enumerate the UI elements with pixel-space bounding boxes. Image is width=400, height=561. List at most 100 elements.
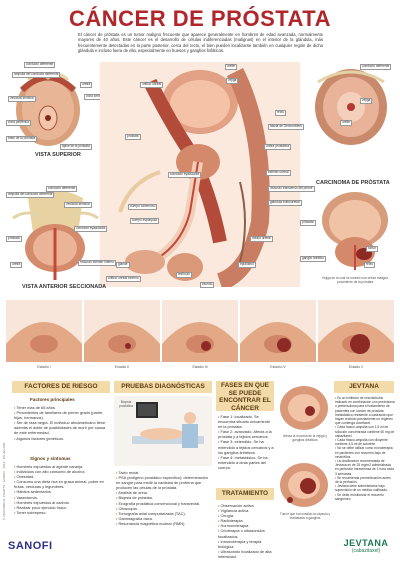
label: zona periférica <box>6 120 31 126</box>
list-item: Biopsia de próstata. <box>116 495 212 500</box>
label: ampolla del conducto deferente <box>6 192 55 198</box>
pruebas-header: PRUEBAS DIAGNÓSTICAS <box>114 381 212 393</box>
label: cuerpo cavernoso <box>128 204 158 210</box>
list-item: Inmunoterapia y terapia biológica. <box>218 539 274 549</box>
diagnostic-scene-illustration <box>114 396 212 466</box>
factores-header: FACTORES DE RIESGO <box>12 381 110 393</box>
label: músculo esfínter interno <box>78 260 117 266</box>
list-item: Vigilancia activa. <box>218 508 274 513</box>
stage-2: Estadio II <box>84 300 160 370</box>
label: ganglio linfático <box>300 256 326 262</box>
side-copyright: © ANATOMICAL CHARTS · SANOFI · 2014 · ES… <box>2 400 7 520</box>
list-item: Ser de raza negra. El individuo afroamer… <box>14 420 110 435</box>
label: vejiga <box>226 78 239 84</box>
intro-text: El cáncer de próstata es un tumor malign… <box>78 32 323 53</box>
label: conducto eyaculador <box>168 172 202 178</box>
list-item: Se debe monitorizar el recuento sanguíne… <box>335 493 395 501</box>
list-item: No se debe utilizar como monoterapia en … <box>335 446 395 459</box>
fase-img-caption: Afecta la mucosa de la vejiga y ganglios… <box>283 434 327 442</box>
label: uretra prostática <box>264 144 292 150</box>
list-item: Análisis de orina. <box>116 490 212 495</box>
label: músculo transverso del periné <box>268 186 315 192</box>
list-item: Cirugía. <box>218 513 274 518</box>
vista-superior-illustration <box>16 73 80 146</box>
list-item: Resonancia magnética nuclear (RMN). <box>116 521 212 526</box>
factores-sub1: Factores principales <box>30 397 75 402</box>
list-item: Crioterapia o ultrasonidos focalizados. <box>218 528 274 538</box>
vista-superior-caption: VISTA SUPERIOR <box>35 152 81 158</box>
label: glándula bulbouretral <box>268 200 302 206</box>
list-item: Citoscopia. <box>116 506 212 511</box>
stage-label: Estadio III <box>192 365 208 369</box>
label: conducto deferente <box>24 62 56 68</box>
list-item: Realizar poco ejercicio físico. <box>14 505 110 510</box>
stage-label: Estadio V <box>348 365 364 369</box>
side-copyright-text: © ANATOMICAL CHARTS · SANOFI · 2014 · ES… <box>2 442 6 520</box>
label: epidídimo <box>238 262 256 268</box>
jevtana-list: Es un inhibidor de microtúbulos indicado… <box>335 396 395 501</box>
fases-header: FASES EN QUE SE PUEDE ENCONTRAR EL CÁNCE… <box>216 381 274 412</box>
list-item: Fase 2: avanzado. Afecta a la próstata y… <box>218 429 274 439</box>
list-item: Jevtana debe administrarse bajo supervis… <box>335 484 395 492</box>
label: meato uretral <box>250 236 273 242</box>
list-item: Fase 3: extendido. Se ha extendido a tej… <box>218 439 274 454</box>
list-item: Hombres expuestos al cadmio. <box>14 500 110 505</box>
stage-label: Estadio IV <box>270 365 286 369</box>
carcinoma-illustration <box>322 192 388 270</box>
stage-5: Estadio V <box>318 300 394 370</box>
list-item: Fase 1: localizado. Se encuentra situado… <box>218 414 274 429</box>
list-item: Procedentes de familiares de primer grad… <box>14 410 110 420</box>
label: base de la próstata <box>6 136 38 142</box>
list-item: Vasectomía. <box>14 495 110 500</box>
label: orificio uretral <box>140 82 164 88</box>
factores-sub2: Signos y síntomas <box>30 456 71 461</box>
label: orificio uretral externo <box>106 276 141 282</box>
list-item: Se recomienda premedicación antes de la … <box>335 476 395 484</box>
label: recto <box>275 110 287 116</box>
tratamiento-img-caption: Tumor que ha invadido la cápsula y metás… <box>279 512 331 520</box>
label: vesícula seminal <box>8 96 36 102</box>
list-item: La dosificación recomendada de Jevtana e… <box>335 459 395 476</box>
label: fascia de Denonvilliers <box>268 124 304 130</box>
tratamiento-list: Observación activa. Vigilancia activa. C… <box>218 503 274 559</box>
tratamiento-header: TRATAMIENTO <box>216 488 274 500</box>
label: ampolla del conducto deferente <box>12 72 61 78</box>
list-item: Cada frasco-ampolla con diluyente contie… <box>335 438 395 446</box>
stage-label: Estadio II <box>114 365 130 369</box>
vista-anterior-caption: VISTA ANTERIOR SECCIONADA <box>22 284 107 290</box>
label: vejiga <box>360 98 373 104</box>
label: vesícula seminal <box>64 202 92 208</box>
list-item: Tacto rectal. <box>116 470 212 475</box>
label: próstata <box>300 220 316 226</box>
carcinoma-caption: CARCINOMA DE PRÓSTATA <box>316 180 390 186</box>
jevtana-brand-sub: (cabazitaxel) <box>351 548 381 554</box>
label: próstata <box>6 236 22 242</box>
label: conducto deferente <box>360 64 392 70</box>
list-item: Radioterapia. <box>218 518 274 523</box>
list-item: Observación activa. <box>218 503 274 508</box>
fase-illustration <box>280 386 328 430</box>
biopsy-caption: Biopsia prostática <box>119 400 133 408</box>
list-item: Tener sobrepeso. <box>14 510 110 515</box>
prostate-closeup-illustration <box>315 69 387 145</box>
label: testículo <box>176 272 192 278</box>
label: conducto eyaculador <box>74 226 108 232</box>
stage-label: Estadio I <box>37 365 51 369</box>
label: ápice de la próstata <box>60 144 92 150</box>
sanofi-logo: SANOFI <box>8 540 53 552</box>
label: escroto <box>200 282 215 288</box>
stage-3: Estadio III <box>162 300 238 370</box>
stage-1: Estadio I <box>6 300 82 370</box>
list-item: Es un inhibidor de microtúbulos indicado… <box>335 396 395 425</box>
stages-strip: Estadio I Estadio II Estadio III Estadio… <box>6 300 394 370</box>
list-item: Gammagrafía ósea. <box>116 516 212 521</box>
jevtana-brand-name: JEVTANA <box>343 538 389 548</box>
list-item: Tomografía axial computarizada (TAC). <box>116 511 212 516</box>
list-item: Tener más de 65 años. <box>14 405 110 410</box>
pruebas-list: Tacto rectal. PSA (antígeno prostático e… <box>116 470 212 526</box>
list-item: PSA (antígeno prostático específico): de… <box>116 475 212 490</box>
factores-list-2: Hombres expuestos al agente naranja. Ind… <box>14 464 110 515</box>
list-item: Cada frasco-ampolla con 1,5 ml de soluci… <box>335 425 395 438</box>
jevtana-header: JEVTANA <box>334 381 394 393</box>
list-item: Hábitos sedentarios. <box>14 489 110 494</box>
